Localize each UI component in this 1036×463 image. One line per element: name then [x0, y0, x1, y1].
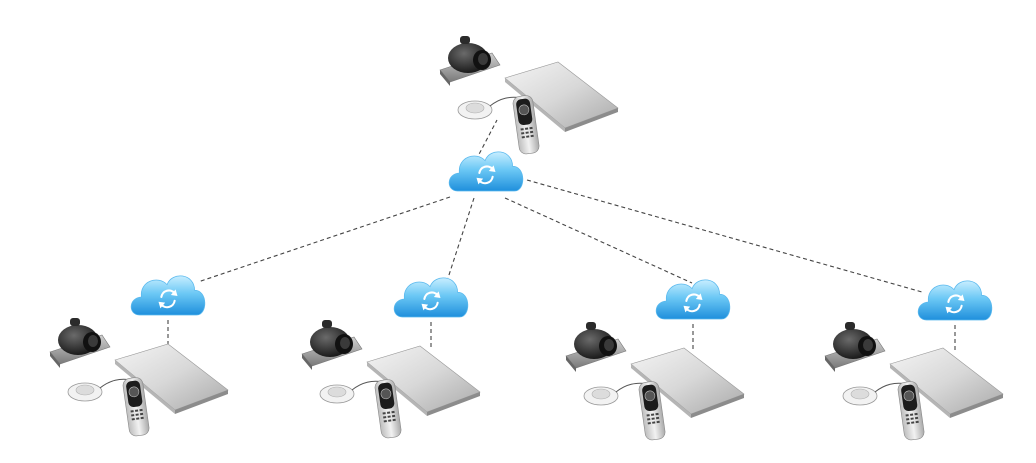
link-hub-to-endpoint-2: [447, 197, 475, 279]
link-hub-to-endpoint-1: [197, 196, 451, 283]
endpoint-3: [565, 278, 745, 442]
device-2: [301, 319, 481, 440]
link-hub-to-endpoint-4: [526, 179, 923, 293]
cloud-4: [917, 279, 993, 322]
link-hub-to-top: [475, 119, 498, 161]
device-4: [824, 321, 1004, 442]
device-3: [565, 321, 745, 442]
endpoint-4: [824, 279, 1004, 442]
endpoint-top: [439, 35, 619, 156]
link-hub-to-endpoint-3: [504, 197, 693, 284]
cloud-1: [130, 274, 206, 317]
cloud-3: [655, 278, 731, 321]
endpoint-2: [301, 276, 481, 440]
central-mcu-cloud: [448, 150, 524, 193]
device-1: [49, 317, 229, 438]
endpoint-1: [49, 274, 229, 438]
cloud-2: [393, 276, 469, 319]
network-links: [167, 119, 956, 350]
